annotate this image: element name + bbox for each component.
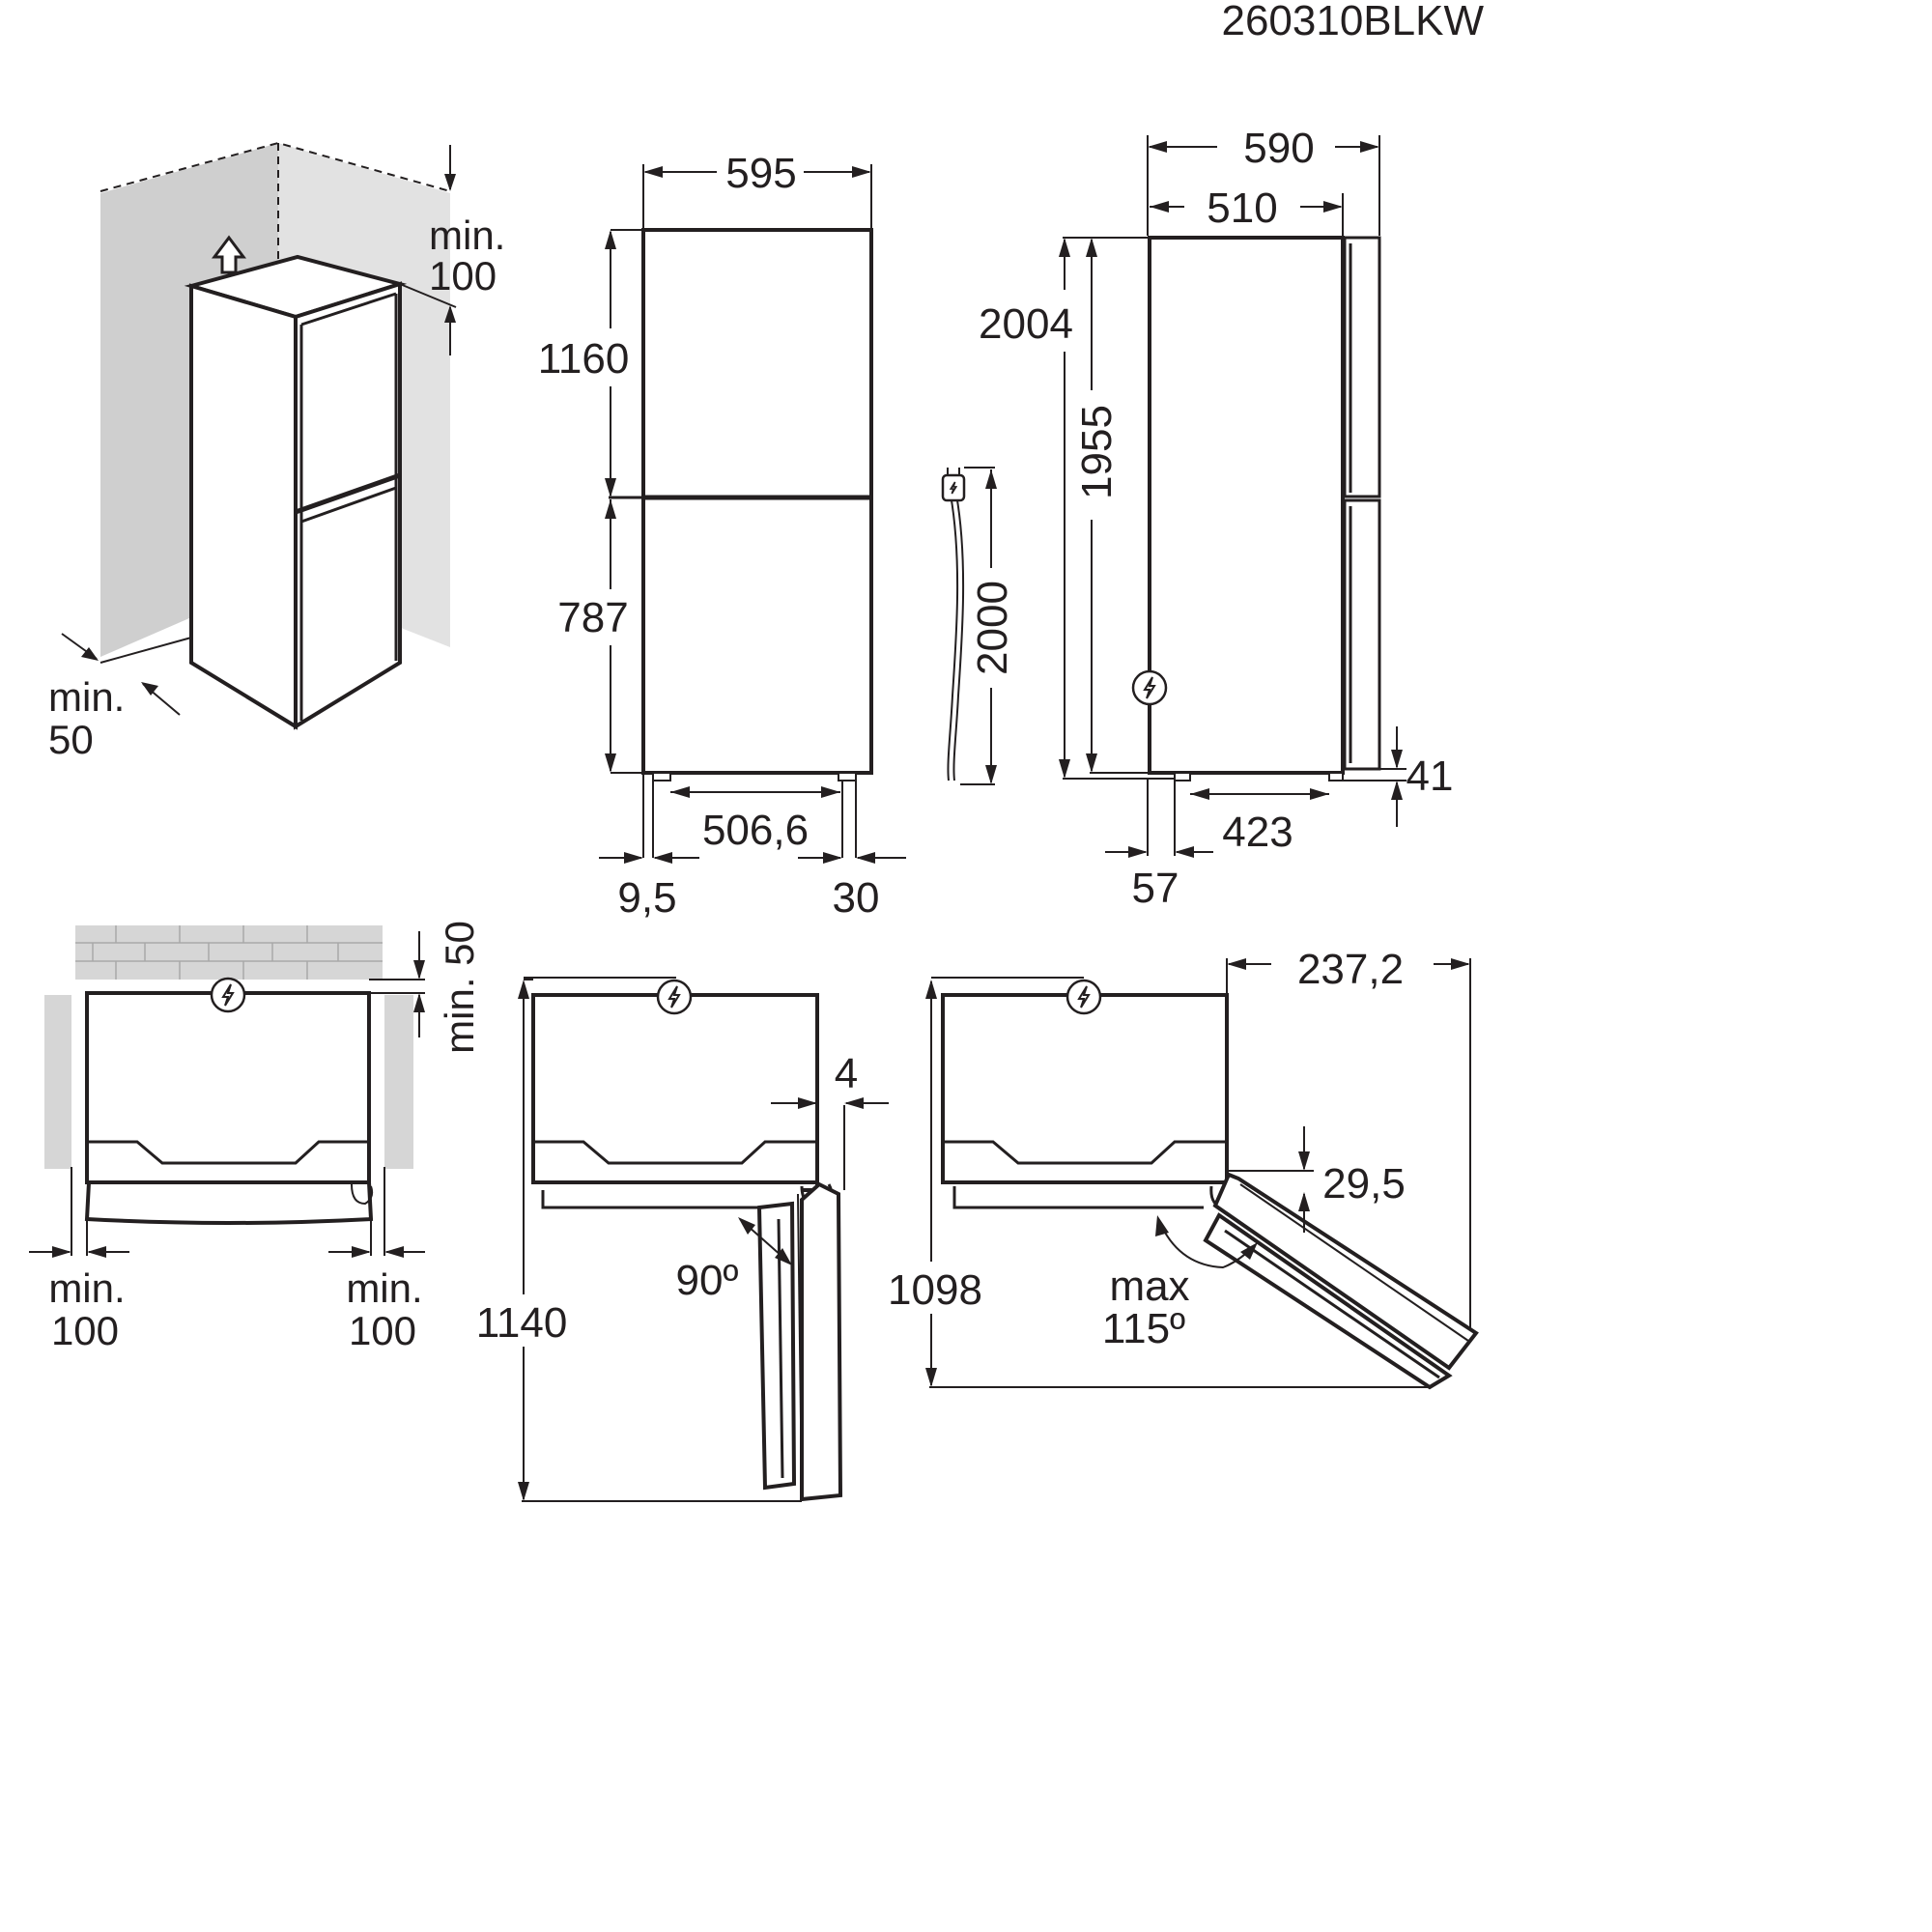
angle-90: 90º <box>675 1257 738 1304</box>
cable-view: 2000 <box>941 467 1016 785</box>
front-view: 595 1160 787 506,6 9,5 30 <box>538 150 906 922</box>
door-width-extra: 237,2 <box>1297 946 1404 993</box>
door-gap: 4 <box>835 1050 858 1097</box>
right-clearance-line2: 100 <box>349 1308 416 1353</box>
angle-115-line1: max <box>1109 1263 1189 1310</box>
installation-view: min. 100 min. 50 <box>48 141 505 762</box>
side-clearance-line1: min. <box>48 674 125 720</box>
power-plug-icon <box>949 481 958 495</box>
side-depth-body: 510 <box>1207 185 1277 232</box>
power-plug-icon <box>210 977 246 1013</box>
cable-length: 2000 <box>969 581 1016 675</box>
side-height-body: 1955 <box>1073 405 1121 499</box>
top-clearance-line2: 100 <box>429 253 497 298</box>
side-feet-span: 423 <box>1222 809 1293 856</box>
fridge-side <box>189 283 298 730</box>
depth-open-115: 1098 <box>888 1266 982 1314</box>
side-depth-total: 590 <box>1243 125 1314 172</box>
front-right-offset: 30 <box>833 874 880 922</box>
up-arrow-icon <box>212 235 246 274</box>
side-foot-height: 41 <box>1406 753 1454 800</box>
left-side-wall <box>44 995 71 1169</box>
side-height-total: 2004 <box>979 300 1073 348</box>
depth-open-90: 1140 <box>476 1299 568 1347</box>
front-left-offset: 9,5 <box>617 874 676 922</box>
right-side-wall <box>384 995 413 1169</box>
fridge-front-body <box>641 228 873 775</box>
door-115-view: max 115º 1098 237,2 29,5 <box>888 946 1479 1390</box>
angle-115-line2: 115º <box>1102 1305 1185 1352</box>
front-feet-span: 506,6 <box>702 807 809 854</box>
power-plug-icon <box>656 979 693 1015</box>
top-clearance-line1: min. <box>429 213 505 258</box>
door-90-view: 90º 1140 4 <box>476 977 889 1502</box>
front-width: 595 <box>725 150 796 197</box>
side-view: 590 510 2004 1955 41 <box>979 125 1453 912</box>
front-upper-height: 1160 <box>538 335 630 383</box>
rear-wall <box>75 925 383 980</box>
side-clearance-line2: 50 <box>48 717 94 762</box>
rear-clearance: min. 50 <box>437 921 482 1054</box>
right-clearance-line1: min. <box>346 1265 422 1311</box>
side-rear-offset: 57 <box>1132 865 1179 912</box>
dimension-drawing: 260310BLKW min. 100 <box>29 0 1484 1502</box>
power-plug-icon <box>1131 669 1168 706</box>
left-clearance-line2: 100 <box>51 1308 119 1353</box>
power-plug-icon <box>1065 979 1102 1015</box>
door-offset: 29,5 <box>1322 1160 1406 1208</box>
product-code: 260310BLKW <box>1221 0 1484 44</box>
left-clearance-line1: min. <box>48 1265 125 1311</box>
front-lower-height: 787 <box>557 594 628 641</box>
fridge-side-body <box>1148 236 1345 775</box>
top-clearance-view: min. 50 min. 100 min. 100 <box>29 921 482 1353</box>
